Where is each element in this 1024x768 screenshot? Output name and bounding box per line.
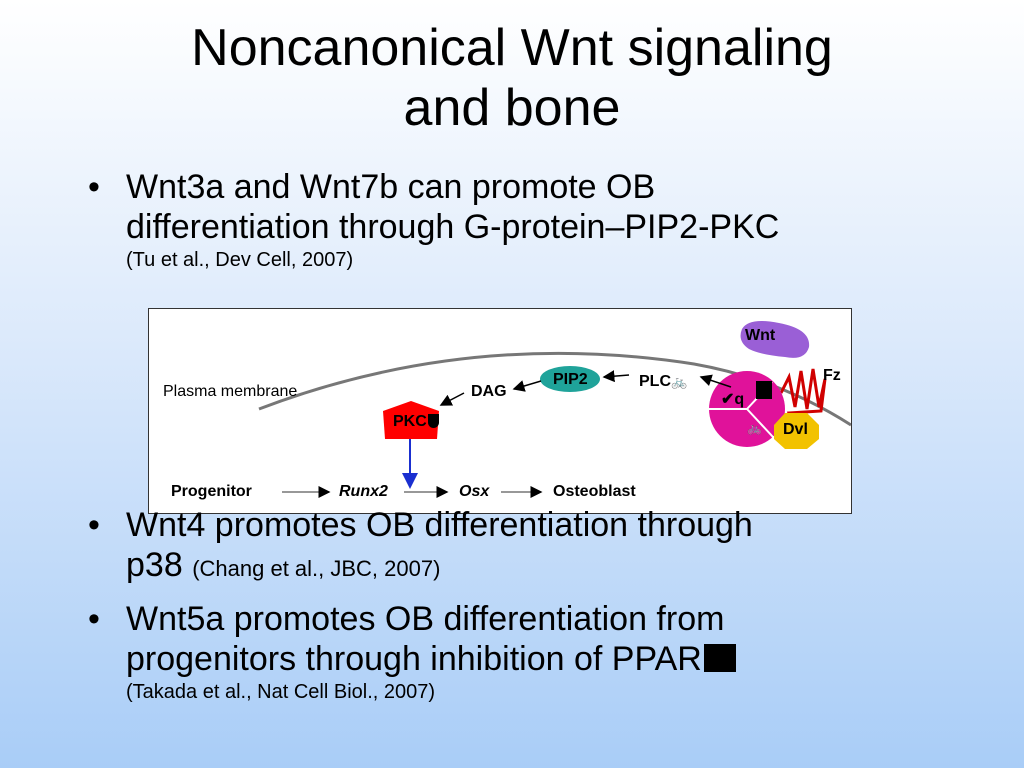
bullet-2-citation: (Chang et al., JBC, 2007) bbox=[192, 556, 441, 581]
bullet-marker: • bbox=[88, 168, 100, 206]
plc-subscript-icon: 🚲 bbox=[671, 374, 688, 389]
dag-to-pkc-arrow bbox=[439, 392, 465, 406]
gq-label: ✔q bbox=[721, 391, 744, 409]
pkc-pentagon bbox=[383, 401, 439, 439]
slide-title: Noncanonical Wnt signaling and bone bbox=[0, 18, 1024, 138]
pkc-isoform-icon bbox=[427, 414, 439, 428]
plc-label: PLC🚲 bbox=[639, 373, 687, 391]
dvl-octagon bbox=[774, 413, 819, 449]
bullet-2-line-2: p38 bbox=[126, 546, 183, 584]
dag-label: DAG bbox=[471, 383, 507, 400]
dvl-label: Dvl bbox=[783, 421, 808, 438]
wnt-shape bbox=[740, 321, 810, 358]
g-protein-square bbox=[756, 381, 772, 399]
gq-to-plc-arrow bbox=[699, 374, 732, 388]
title-line-2: and bone bbox=[403, 79, 621, 137]
osteoblast-label: Osteoblast bbox=[553, 483, 636, 500]
pkc-label: PKC bbox=[393, 413, 439, 431]
plasma-membrane-curve bbox=[258, 351, 851, 427]
pkc-text: PKC bbox=[393, 413, 427, 430]
bullet-2: • Wnt4 promotes OB differentiation throu… bbox=[88, 505, 988, 589]
bullet-1-citation: (Tu et al., Dev Cell, 2007) bbox=[126, 249, 354, 271]
bullet-marker: • bbox=[88, 600, 100, 638]
g-subunit-icon: 🚲 bbox=[747, 421, 762, 435]
osx-label: Osx bbox=[459, 483, 490, 500]
fz-label: Fz bbox=[823, 367, 841, 384]
wnt-label: Wnt bbox=[745, 327, 776, 344]
pip2-to-dag-arrow bbox=[512, 380, 542, 392]
bullet-3-line-2: progenitors through inhibition of PPAR bbox=[126, 640, 702, 678]
bullet-3: • Wnt5a promotes OB differentiation from… bbox=[88, 599, 988, 705]
bullet-1-line-2: differentiation through G-protein–PIP2-P… bbox=[126, 208, 780, 246]
plc-to-pip2-arrow bbox=[602, 370, 630, 383]
bullet-marker: • bbox=[88, 506, 100, 544]
bullet-2-line-1: Wnt4 promotes OB differentiation through bbox=[126, 506, 753, 544]
gq-text: q bbox=[734, 391, 745, 408]
plc-text: PLC bbox=[639, 373, 671, 390]
bullet-3-line-1: Wnt5a promotes OB differentiation from bbox=[126, 600, 725, 638]
pip2-label: PIP2 bbox=[553, 371, 588, 388]
title-line-1: Noncanonical Wnt signaling bbox=[191, 19, 833, 77]
bullet-3-citation: (Takada et al., Nat Cell Biol., 2007) bbox=[126, 681, 436, 703]
missing-glyph-square bbox=[703, 644, 736, 672]
fz-receptor bbox=[779, 368, 827, 430]
pathway-diagram: Plasma membrane DAG PIP2 PLC🚲 PKC Wnt Fz… bbox=[148, 308, 852, 514]
pip2-ellipse bbox=[540, 366, 600, 392]
progenitor-label: Progenitor bbox=[171, 483, 252, 500]
gq-check-icon: ✔ bbox=[721, 391, 735, 408]
pathway-graphics bbox=[258, 321, 851, 498]
bullet-1-line-1: Wnt3a and Wnt7b can promote OB bbox=[126, 168, 656, 206]
plasma-membrane-label: Plasma membrane bbox=[163, 383, 298, 400]
runx2-label: Runx2 bbox=[339, 483, 388, 500]
bullet-1: • Wnt3a and Wnt7b can promote OB differe… bbox=[88, 167, 988, 273]
